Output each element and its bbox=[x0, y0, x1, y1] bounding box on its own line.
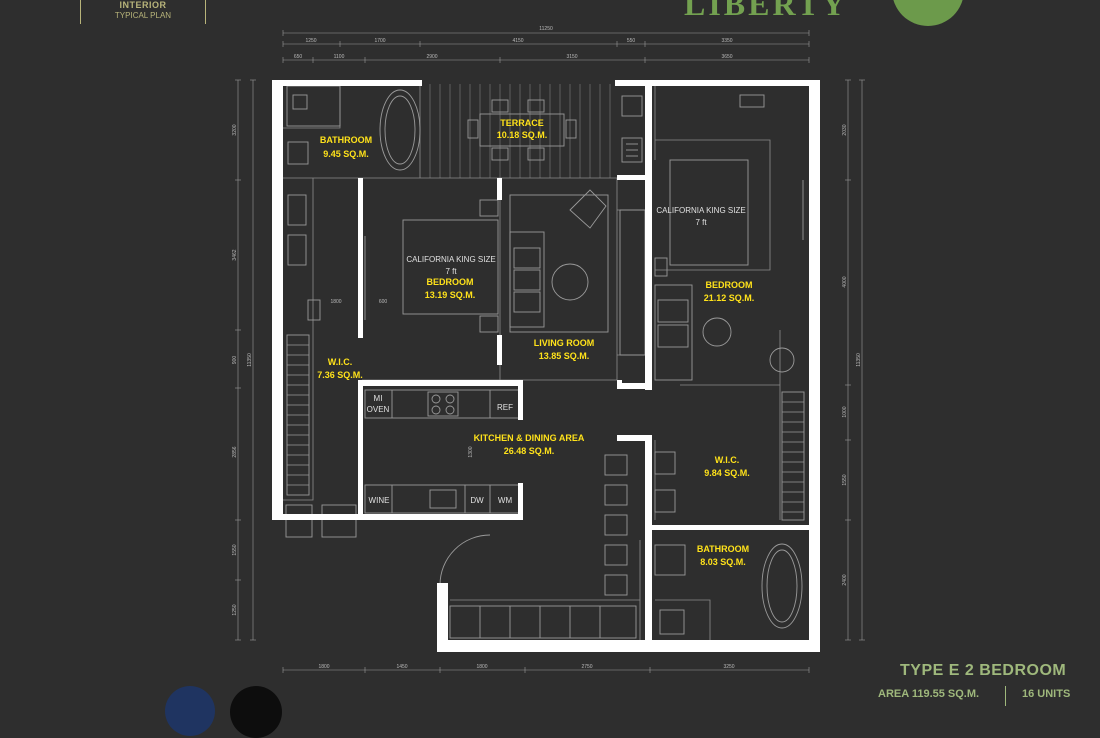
unit-area-label: AREA 119.55 SQ.M. bbox=[878, 688, 980, 700]
floor-plan: 11250 1250 1700 4150 550 3350 650 1100 2… bbox=[232, 26, 865, 673]
dim-inner-1: 1800 bbox=[330, 299, 341, 305]
room-kitchen-name: KITCHEN & DINING AREA bbox=[474, 433, 585, 443]
room-terrace-area: 10.18 SQ.M. bbox=[497, 130, 548, 140]
footer-separator bbox=[1005, 686, 1006, 706]
unit-count-label: 16 UNITS bbox=[1022, 688, 1071, 700]
bed-labels: CALIFORNIA KING SIZE 7 ft CALIFORNIA KIN… bbox=[406, 206, 745, 276]
dim-left-6: 1250 bbox=[232, 604, 238, 615]
room-bedroom-1-area: 13.19 SQ.M. bbox=[425, 290, 476, 300]
dim-left-total: 11350 bbox=[247, 353, 253, 367]
dim-top2-4: 3150 bbox=[566, 54, 577, 60]
dim-top-total: 11250 bbox=[539, 26, 553, 32]
dim-top-4: 550 bbox=[627, 38, 636, 44]
fixture-mi: MI bbox=[374, 394, 383, 403]
black-logo-dot bbox=[230, 686, 282, 738]
dim-top2-5: 3650 bbox=[721, 54, 732, 60]
room-kitchen-area: 26.48 SQ.M. bbox=[504, 446, 555, 456]
dim-left-3: 900 bbox=[232, 356, 238, 365]
header-line2: TYPICAL PLAN bbox=[114, 11, 172, 20]
dim-bottom-5: 3250 bbox=[723, 664, 734, 670]
room-bathroom-1-area: 9.45 SQ.M. bbox=[323, 149, 369, 159]
room-bedroom-1-name: BEDROOM bbox=[427, 277, 474, 287]
dim-inner-3: 1300 bbox=[468, 446, 474, 457]
bed-label-2: CALIFORNIA KING SIZE bbox=[656, 206, 745, 215]
dim-top2-2: 1100 bbox=[334, 54, 345, 60]
room-bathroom-2-name: BATHROOM bbox=[697, 544, 749, 554]
header-line1: INTERIOR bbox=[119, 0, 167, 10]
dim-top-2: 1700 bbox=[374, 38, 385, 44]
dim-left-1: 3200 bbox=[232, 124, 238, 135]
fixture-wm: WM bbox=[498, 496, 513, 505]
room-bedroom-2-area: 21.12 SQ.M. bbox=[704, 293, 755, 303]
dim-right-2: 4000 bbox=[842, 276, 848, 287]
dim-right-1: 2030 bbox=[842, 124, 848, 135]
dim-right-4: 1550 bbox=[842, 474, 848, 485]
fixture-oven: OVEN bbox=[367, 405, 390, 414]
bed-label-1: CALIFORNIA KING SIZE bbox=[406, 255, 495, 264]
bed-label-1-size: 7 ft bbox=[445, 267, 457, 276]
dim-top-5: 3350 bbox=[721, 38, 732, 44]
dim-left-4: 2856 bbox=[232, 446, 238, 457]
dim-left-2: 3462 bbox=[232, 249, 238, 260]
dim-bottom-4: 2750 bbox=[581, 664, 592, 670]
fixture-wine: WINE bbox=[369, 496, 390, 505]
dim-top-3: 4150 bbox=[512, 38, 523, 44]
dim-inner-2: 600 bbox=[379, 299, 388, 305]
fixture-dw: DW bbox=[470, 496, 484, 505]
fixture-ref: REF bbox=[497, 403, 513, 412]
dim-bottom-3: 1800 bbox=[476, 664, 487, 670]
dim-bottom-1: 1800 bbox=[318, 664, 329, 670]
room-wic-1-name: W.I.C. bbox=[328, 357, 353, 367]
unit-type-label: TYPE E 2 BEDROOM bbox=[900, 662, 1067, 679]
plan-header-box: INTERIOR TYPICAL PLAN bbox=[80, 0, 206, 24]
room-wic-2-area: 9.84 SQ.M. bbox=[704, 468, 750, 478]
fixture-labels: MI OVEN REF WINE DW WM bbox=[367, 394, 513, 505]
brand-title: LIBERTY bbox=[684, 0, 848, 22]
room-bathroom-2-area: 8.03 SQ.M. bbox=[700, 557, 746, 567]
room-bedroom-2-name: BEDROOM bbox=[706, 280, 753, 290]
room-wic-2-name: W.I.C. bbox=[715, 455, 740, 465]
dim-bottom-2: 1450 bbox=[396, 664, 407, 670]
room-living-name: LIVING ROOM bbox=[534, 338, 595, 348]
dim-right-total: 11350 bbox=[856, 353, 862, 367]
dim-left-5: 1550 bbox=[232, 544, 238, 555]
dim-right-5: 2400 bbox=[842, 574, 848, 585]
room-terrace-name: TERRACE bbox=[500, 118, 544, 128]
room-wic-1-area: 7.36 SQ.M. bbox=[317, 370, 363, 380]
dimension-lines: 11250 1250 1700 4150 550 3350 650 1100 2… bbox=[232, 26, 865, 673]
furniture bbox=[285, 85, 805, 639]
dim-top2-1: 650 bbox=[294, 54, 303, 60]
room-bathroom-1-name: BATHROOM bbox=[320, 135, 372, 145]
bed-label-2-size: 7 ft bbox=[695, 218, 707, 227]
walls bbox=[272, 80, 820, 652]
dim-top2-3: 2900 bbox=[426, 54, 437, 60]
dim-top-1: 1250 bbox=[305, 38, 316, 44]
navy-logo-dot bbox=[165, 686, 215, 736]
room-labels: BATHROOM 9.45 SQ.M. TERRACE 10.18 SQ.M. … bbox=[317, 118, 754, 567]
dim-right-3: 1000 bbox=[842, 406, 848, 417]
room-living-area: 13.85 SQ.M. bbox=[539, 351, 590, 361]
